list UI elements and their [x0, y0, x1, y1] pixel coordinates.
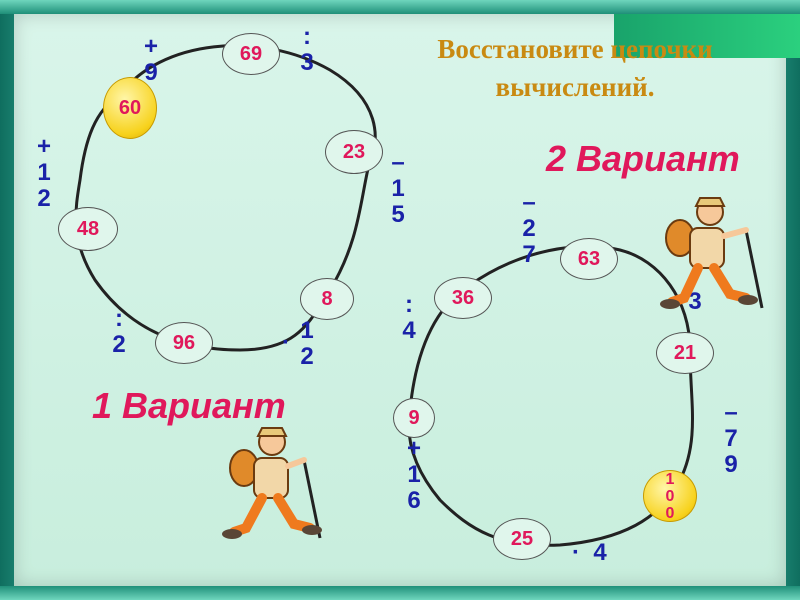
op-div-2: : 2: [112, 305, 126, 358]
node-36: 36: [434, 277, 492, 319]
op-plus-12: + 1 2: [36, 133, 51, 212]
decor-green-block: [614, 14, 800, 58]
op-minus-79: – 7 9: [724, 399, 738, 478]
op-minus-15: – 1 5: [391, 149, 405, 228]
node-69: 69: [222, 33, 280, 75]
node-25: 25: [493, 518, 551, 560]
node-23: 23: [325, 130, 383, 174]
variant1-loop: [74, 44, 377, 352]
op-times-dot: ·: [282, 329, 290, 356]
op-div-3: : 3: [300, 23, 314, 76]
frame-bottom-border: [0, 586, 800, 600]
node-9: 9: [393, 398, 435, 438]
node-21: 21: [656, 332, 714, 374]
hiker-illustration-1: [222, 427, 322, 539]
node-100: 1 0 0: [643, 470, 697, 522]
op-times-4: 4: [593, 539, 607, 566]
node-96: 96: [155, 322, 213, 364]
hiker-illustration-2: [660, 197, 764, 309]
op-div-4: : 4: [402, 291, 416, 344]
variant-1-label: 1 Вариант: [92, 385, 286, 426]
op-3: 3: [688, 288, 702, 315]
node-48: 48: [58, 207, 118, 251]
frame-top-border: [0, 0, 800, 14]
variant-2-label: 2 Вариант: [546, 138, 740, 179]
op-times-dot-2: ·: [572, 539, 580, 566]
op-plus-16: + 1 6: [406, 435, 421, 514]
slide-title: Восстановите цепочки вычислений.: [437, 34, 713, 102]
node-63: 63: [560, 238, 618, 280]
node-8: 8: [300, 278, 354, 320]
op-times-12: 1 2: [300, 317, 314, 370]
node-60: 60: [103, 77, 157, 139]
op-plus-9: + 9: [143, 33, 158, 86]
op-minus-27: – 2 7: [522, 189, 536, 268]
